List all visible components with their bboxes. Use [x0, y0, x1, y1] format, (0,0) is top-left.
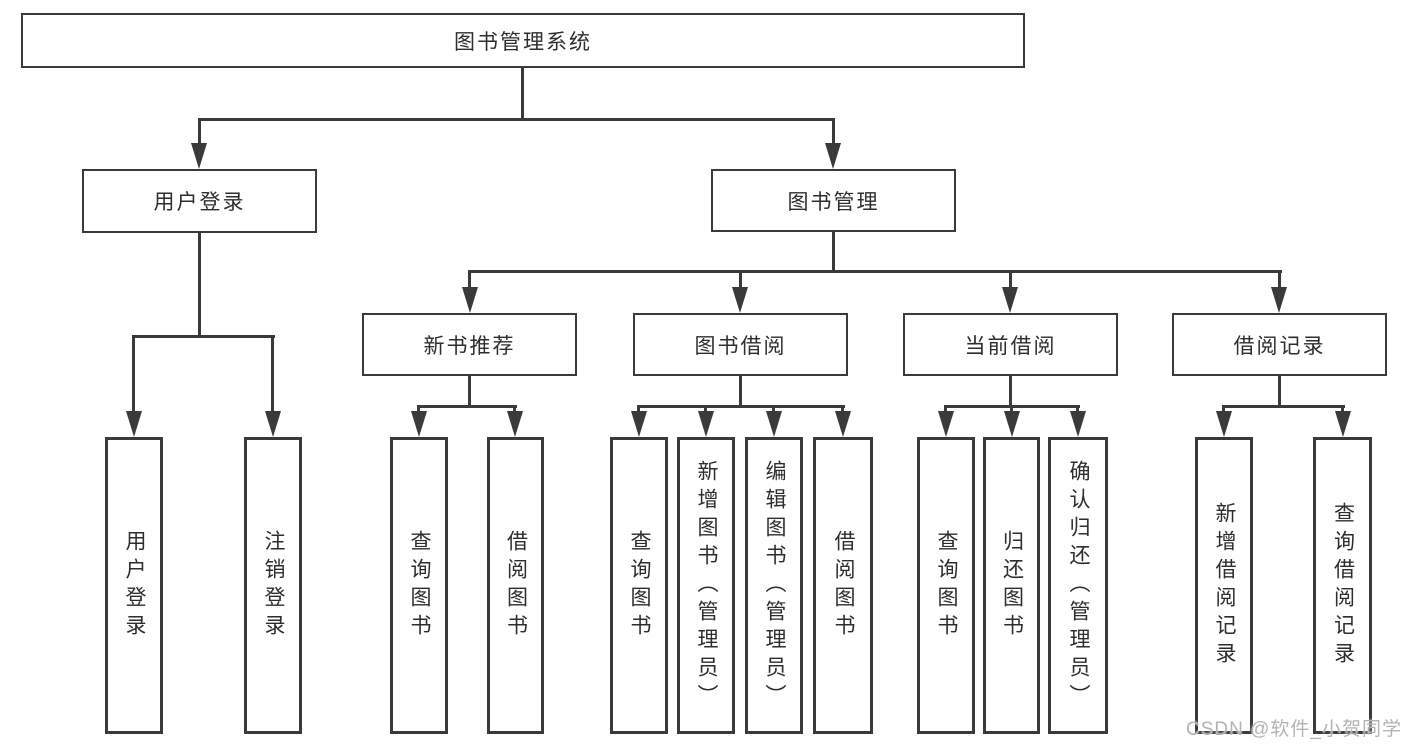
node-user-login: 用户登录: [82, 169, 317, 233]
node-leaf-bb-borrow-book: 借阅图书: [813, 437, 873, 734]
arrowhead-icon: [1004, 411, 1020, 437]
node-leaf-cb-return-book-label: 归还图书: [1000, 529, 1024, 642]
connector-line: [739, 270, 742, 290]
node-leaf-br-add-record: 新增借阅记录: [1195, 437, 1253, 734]
connector-line: [468, 270, 1282, 273]
node-leaf-bb-query-book: 查询图书: [610, 437, 668, 734]
connector-line: [468, 376, 471, 407]
node-root: 图书管理系统: [21, 13, 1025, 68]
arrowhead-icon: [732, 287, 748, 313]
node-leaf-cb-confirm-return-label: 确认归还（管理员）: [1067, 459, 1090, 712]
node-leaf-cb-return-book: 归还图书: [983, 437, 1040, 734]
arrowhead-icon: [462, 287, 478, 313]
node-book-mgmt: 图书管理: [711, 169, 956, 232]
connector-line: [417, 405, 517, 408]
arrowhead-icon: [938, 411, 954, 437]
node-leaf-nb-borrow-book: 借阅图书: [487, 437, 544, 734]
arrowhead-icon: [507, 411, 523, 437]
node-current-borrow-label: 当前借阅: [964, 334, 1057, 358]
connector-line: [739, 376, 742, 407]
connector-line: [637, 405, 845, 408]
connector-line: [841, 405, 844, 413]
arrowhead-icon: [631, 411, 647, 437]
arrowhead-icon: [1002, 287, 1018, 313]
connector-line: [198, 118, 201, 146]
connector-line: [832, 232, 835, 273]
connector-line: [198, 233, 201, 337]
node-leaf-bb-add-book-label: 新增图书（管理员）: [695, 459, 718, 712]
arrowhead-icon: [411, 411, 427, 437]
arrowhead-icon: [265, 411, 281, 437]
connector-line: [1341, 405, 1344, 413]
connector-line: [132, 335, 275, 338]
csdn-watermark: CSDN @软件_小贺同学: [1186, 719, 1402, 740]
arrowhead-icon: [1335, 411, 1351, 437]
node-leaf-user-login-label: 用户登录: [123, 529, 146, 642]
node-new-book-rec: 新书推荐: [362, 313, 577, 376]
connector-line: [417, 405, 420, 413]
node-user-login-label: 用户登录: [153, 191, 246, 214]
node-leaf-nb-query-book: 查询图书: [390, 437, 448, 734]
node-leaf-nb-query-book-label: 查询图书: [408, 529, 431, 642]
arrowhead-icon: [698, 411, 714, 437]
connector-line: [521, 68, 524, 120]
arrowhead-icon: [1216, 411, 1232, 437]
arrowhead-icon: [126, 411, 142, 437]
arrowhead-icon: [191, 143, 207, 169]
connector-line: [637, 405, 640, 413]
connector-line: [772, 405, 775, 413]
connector-line: [832, 118, 835, 146]
node-leaf-logout-label: 注销登录: [262, 529, 285, 642]
node-leaf-nb-borrow-book-label: 借阅图书: [504, 529, 528, 642]
connector-line: [1010, 405, 1013, 413]
connector-line: [704, 405, 707, 413]
node-leaf-bb-add-book: 新增图书（管理员）: [677, 437, 735, 734]
node-book-borrow: 图书借阅: [633, 313, 848, 376]
node-leaf-cb-confirm-return: 确认归还（管理员）: [1048, 437, 1108, 734]
connector-line: [1222, 405, 1225, 413]
connector-line: [468, 270, 471, 290]
arrowhead-icon: [835, 411, 851, 437]
node-book-borrow-label: 图书借阅: [694, 334, 787, 358]
connector-line: [1222, 405, 1345, 408]
connector-line: [513, 405, 516, 413]
connector-line: [1278, 270, 1281, 290]
node-borrow-record: 借阅记录: [1172, 313, 1387, 376]
connector-line: [1278, 376, 1281, 407]
node-leaf-br-query-record-label: 查询借阅记录: [1331, 501, 1355, 670]
arrowhead-icon: [1070, 411, 1086, 437]
node-borrow-record-label: 借阅记录: [1233, 334, 1326, 358]
node-leaf-bb-edit-book-label: 编辑图书（管理员）: [763, 459, 786, 712]
node-leaf-cb-query-book: 查询图书: [917, 437, 975, 734]
node-new-book-rec-label: 新书推荐: [423, 334, 516, 358]
connector-line: [1076, 405, 1079, 413]
node-leaf-bb-query-book-label: 查询图书: [628, 529, 651, 642]
connector-line: [132, 335, 135, 413]
node-leaf-logout: 注销登录: [244, 437, 302, 734]
node-current-borrow: 当前借阅: [903, 313, 1118, 376]
node-leaf-br-query-record: 查询借阅记录: [1313, 437, 1372, 734]
node-root-label: 图书管理系统: [454, 30, 592, 54]
node-leaf-cb-query-book-label: 查询图书: [935, 529, 958, 642]
node-leaf-user-login: 用户登录: [105, 437, 163, 734]
node-leaf-bb-borrow-book-label: 借阅图书: [832, 529, 855, 642]
arrowhead-icon: [1271, 287, 1287, 313]
connector-line: [944, 405, 947, 413]
node-leaf-bb-edit-book: 编辑图书（管理员）: [745, 437, 803, 734]
node-leaf-br-add-record-label: 新增借阅记录: [1213, 501, 1236, 670]
connector-line: [1009, 376, 1012, 407]
node-book-mgmt-label: 图书管理: [787, 190, 880, 214]
arrowhead-icon: [825, 143, 841, 169]
connector-line: [198, 118, 835, 121]
arrowhead-icon: [766, 411, 782, 437]
connector-line: [1009, 270, 1012, 290]
connector-line: [271, 335, 274, 413]
